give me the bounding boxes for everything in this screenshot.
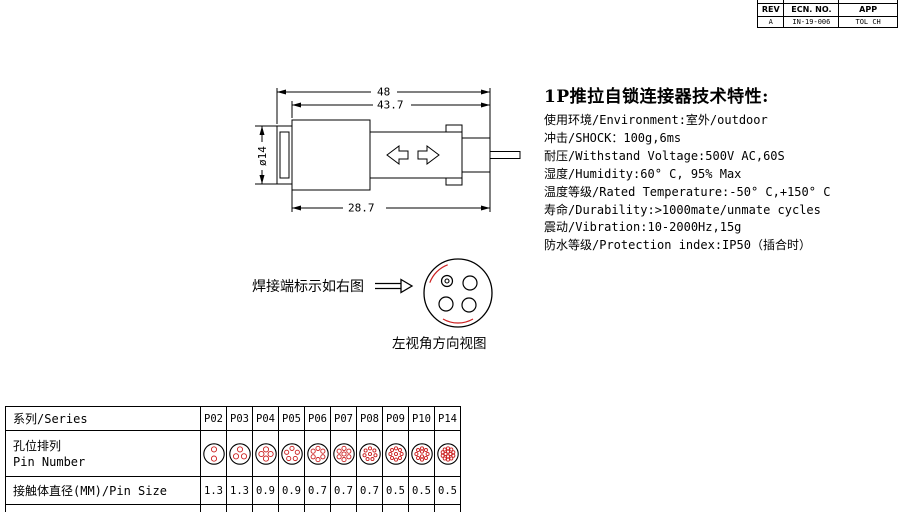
connector-flange-step (279, 131, 290, 179)
spec-durability: 寿命/Durability:>1000mate/unmate cycles (544, 202, 821, 217)
dim-diameter: ø14 (256, 146, 269, 166)
solder-end-label: 焊接端标示如右图 (252, 279, 364, 295)
face-pin3 (438, 296, 454, 312)
latch-bottom (445, 177, 463, 186)
series-table: 系列/Series P02 P03 P04 P05 P06 P07 P08 P0… (5, 406, 461, 512)
series-cell: P07 (330, 406, 357, 431)
pin-size-cell: 0.9 (252, 476, 279, 505)
pin-layout-icon (228, 442, 251, 465)
series-cell: P03 (226, 406, 253, 431)
spec-protection-index: 防水等级/Protection index:IP50（插合时） (544, 238, 811, 253)
pin-diagram-cell (434, 430, 461, 477)
face-pin2 (462, 275, 478, 291)
dim-front-length: 43.7 (377, 99, 404, 112)
pin-size-row: 接触体直径(MM)/Pin Size 1.3 1.3 0.9 0.9 0.7 0… (5, 476, 461, 505)
rev-header-app: APP (838, 2, 898, 17)
face-view-caption: 左视角方向视图 (392, 336, 487, 352)
series-cell: P06 (304, 406, 331, 431)
spec-withstand-voltage: 耐压/Withstand Voltage:500V AC,60S (544, 148, 785, 163)
connector-body (291, 119, 371, 191)
push-arrow-icon (417, 145, 440, 165)
spec-shock: 冲击/SHOCK：100g,6ms (544, 130, 682, 145)
pin-size-cell: 0.5 (434, 476, 461, 505)
series-cell: P05 (278, 406, 305, 431)
rev-data-row: A IN-19-006 TOL CH (756, 15, 898, 28)
pin-size-cell: 0.7 (304, 476, 331, 505)
connector-dimension-drawing: 48 43.7 ø14 28.7 (255, 86, 521, 215)
pin-diagram-cell (278, 430, 305, 477)
pin-number-label-cn: 孔位排列 (13, 438, 62, 453)
pin-size-cell: 0.5 (408, 476, 435, 505)
spec-title: 1P推拉自锁连接器技术特性: (544, 87, 769, 107)
pin-layout-row: 孔位排列 Pin Number (5, 430, 461, 477)
connector-barrel (369, 131, 463, 179)
solder-end-note: 焊接端标示如右图 (252, 276, 414, 296)
pin-diagram-cell (304, 430, 331, 477)
pin-diagram-cell (408, 430, 435, 477)
pin-diagram-cell (382, 430, 409, 477)
spec-block: 1P推拉自锁连接器技术特性: 使用环境/Environment:室外/outdo… (544, 82, 889, 255)
face-pin1-marker (444, 278, 450, 284)
pin-layout-icon (254, 442, 277, 465)
rev-value: A (756, 15, 785, 28)
series-cell: P08 (356, 406, 383, 431)
pin-diagram-cell (356, 430, 383, 477)
connector-face-view (423, 258, 493, 328)
row-label-series: 系列/Series (5, 406, 201, 431)
row-label-pin-number: 孔位排列 Pin Number (5, 430, 201, 477)
series-cell: P10 (408, 406, 435, 431)
connector-pin (489, 151, 521, 159)
face-outer-shell (423, 258, 493, 328)
dim-barrel-length: 28.7 (348, 202, 375, 215)
spec-humidity: 湿度/Humidity:60° C, 95% Max (544, 166, 742, 181)
pin-layout-icon (436, 442, 459, 465)
pin-diagram-cell (330, 430, 357, 477)
pin-size-cell: 0.7 (330, 476, 357, 505)
pin-size-cell: 1.3 (226, 476, 253, 505)
face-red-arc-bottom (442, 318, 474, 324)
pin-number-label-en: Pin Number (13, 454, 86, 469)
ecn-number: IN-19-006 (783, 15, 840, 28)
spec-rated-temperature: 温度等级/Rated Temperature:-50° C,+150° C (544, 184, 831, 199)
pin-diagram-cell (226, 430, 253, 477)
row-label-pin-size: 接触体直径(MM)/Pin Size (5, 476, 201, 505)
double-arrow-icon (375, 278, 414, 294)
pin-layout-icon (358, 442, 381, 465)
pin-layout-icon (384, 442, 407, 465)
face-pin4 (461, 297, 477, 313)
connector-rear (461, 137, 491, 173)
rev-header-ecn: ECN. NO. (783, 2, 840, 17)
face-red-arc-top (429, 264, 448, 283)
rev-header-rev: REV (756, 2, 785, 17)
dim-overall-length: 48 (377, 86, 390, 99)
pin-diagram-cell (200, 430, 227, 477)
spec-vibration: 震动/Vibration:10-2000Hz,15g (544, 220, 742, 235)
series-row: 系列/Series P02 P03 P04 P05 P06 P07 P08 P0… (5, 406, 461, 431)
pin-layout-icon (410, 442, 433, 465)
pull-arrow-icon (386, 145, 409, 165)
pin-layout-icon (202, 442, 225, 465)
series-cell: P04 (252, 406, 279, 431)
latch-top (445, 124, 463, 133)
revision-table: REV ECN. NO. APP A IN-19-006 TOL CH (756, 0, 898, 28)
series-cell: P09 (382, 406, 409, 431)
pin-size-cell: 0.7 (356, 476, 383, 505)
series-cell: P14 (434, 406, 461, 431)
pin-size-cell: 1.3 (200, 476, 227, 505)
pin-size-cell: 0.5 (382, 476, 409, 505)
app-value: TOL CH (838, 15, 898, 28)
face-pin1 (440, 274, 454, 288)
series-cell: P02 (200, 406, 227, 431)
pin-layout-icon (332, 442, 355, 465)
table-cut-row (5, 504, 461, 512)
rev-header-row: REV ECN. NO. APP (756, 2, 898, 17)
connector-flange (276, 125, 293, 185)
pin-diagram-cell (252, 430, 279, 477)
spec-environment: 使用环境/Environment:室外/outdoor (544, 113, 768, 127)
pin-size-cell: 0.9 (278, 476, 305, 505)
pin-layout-icon (280, 442, 303, 465)
pin-layout-icon (306, 442, 329, 465)
